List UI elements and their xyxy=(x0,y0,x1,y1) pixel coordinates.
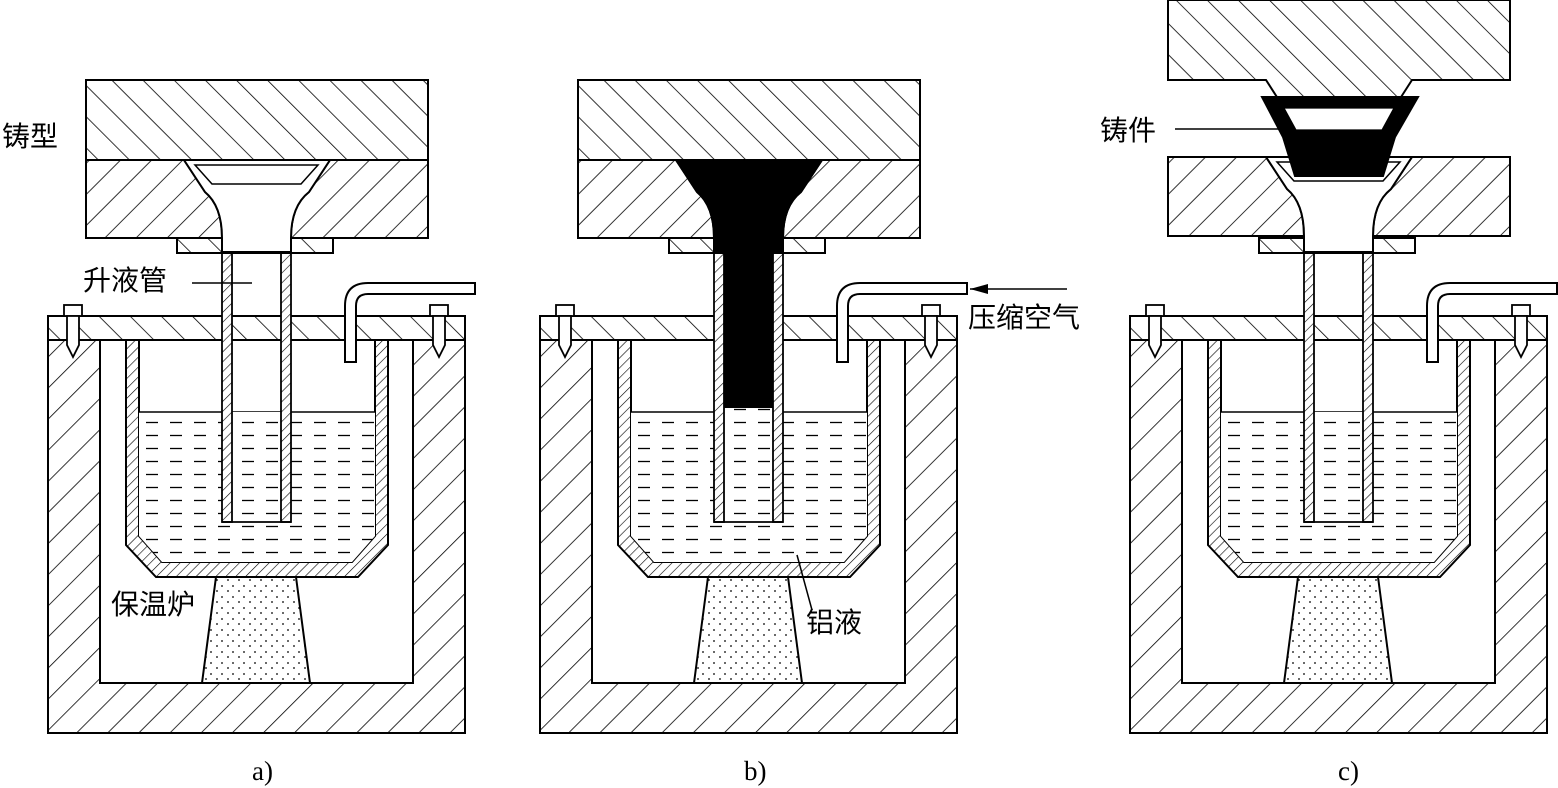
label-casting: 铸件 xyxy=(1100,114,1156,147)
caption-c: c) xyxy=(1338,756,1359,786)
label-holding-furnace: 保温炉 xyxy=(111,588,195,621)
caption-a: a) xyxy=(252,756,273,786)
panel-b xyxy=(539,79,1067,734)
label-compressed-air: 压缩空气 xyxy=(968,301,1080,334)
label-riser-tube: 升液管 xyxy=(83,264,167,297)
label-mold: 铸型 xyxy=(2,120,58,153)
caption-b: b) xyxy=(744,756,767,786)
panel-a xyxy=(47,79,476,734)
label-molten-aluminum: 铝液 xyxy=(806,606,862,639)
panel-c xyxy=(1129,0,1558,734)
